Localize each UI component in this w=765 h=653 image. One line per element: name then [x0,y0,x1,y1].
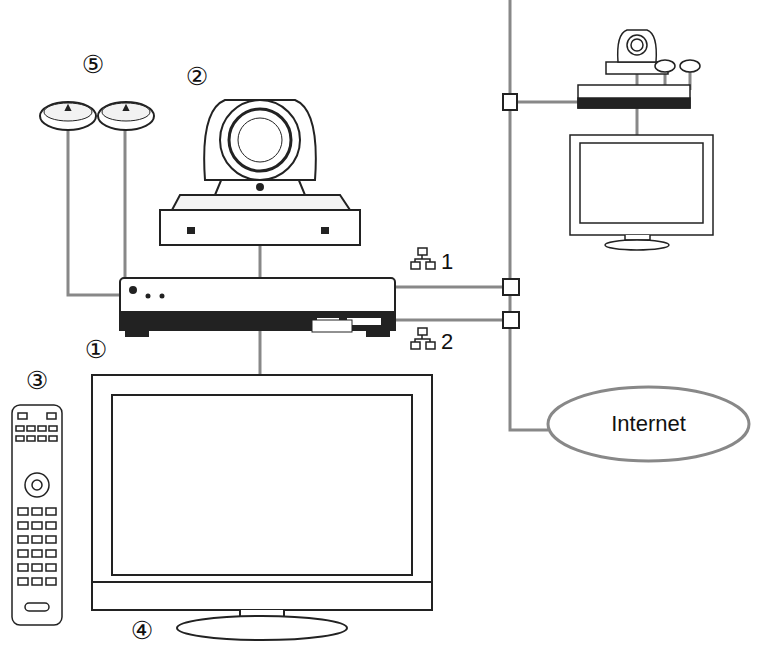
callout-number: ③ [26,368,48,393]
remote-cable [510,101,578,104]
remote-button [16,426,24,431]
remote-button [49,426,57,431]
remote-monitor-cable [636,108,639,135]
remote-button [18,522,28,529]
callout-number: ① [85,337,107,362]
remote-button [18,578,28,585]
cloud-ellipse [548,387,749,461]
mic-cable [68,128,120,295]
remote-control [12,405,62,625]
remote-button [46,522,56,529]
remote-button [18,564,28,571]
remote-button [32,550,42,557]
remote-button [32,508,42,515]
remote-buttons [16,426,57,585]
remote-button [38,436,46,441]
network-junction [503,312,519,328]
remote-button [16,436,24,441]
remote-button [46,508,56,515]
remote-button [32,522,42,529]
remote-button [32,536,42,543]
monitor-cable [259,330,262,375]
mic-cable [120,128,125,285]
lan-cable-2 [395,319,503,322]
remote-button [18,550,28,557]
remote-button [38,426,46,431]
remote-button [32,578,42,585]
backbone-cable [510,0,548,430]
port-number: 2 [441,331,453,353]
monitor [92,375,432,640]
remote-button [32,564,42,571]
remote-site [570,30,713,250]
network-junction [503,94,517,110]
remote-button [46,536,56,543]
microphones [40,102,154,130]
remote-button [46,564,56,571]
callout-number: ④ [131,618,153,643]
port-number: 1 [441,251,453,273]
remote-button [46,578,56,585]
network-junction [503,279,519,295]
remote-button [49,436,57,441]
junctions [503,94,519,328]
lan-cable-1 [395,286,503,289]
network-cloud: Internet [546,385,751,463]
callout-number: ⑤ [82,52,104,77]
remote-button [18,536,28,543]
network-icon [411,248,435,349]
camera [160,100,360,245]
camera-cable [259,245,262,278]
remote-button [27,426,35,431]
node-text: Internet [611,411,686,437]
callout-number: ② [186,64,208,89]
codec [120,278,395,336]
remote-button [27,436,35,441]
remote-button [46,550,56,557]
remote-button [18,508,28,515]
